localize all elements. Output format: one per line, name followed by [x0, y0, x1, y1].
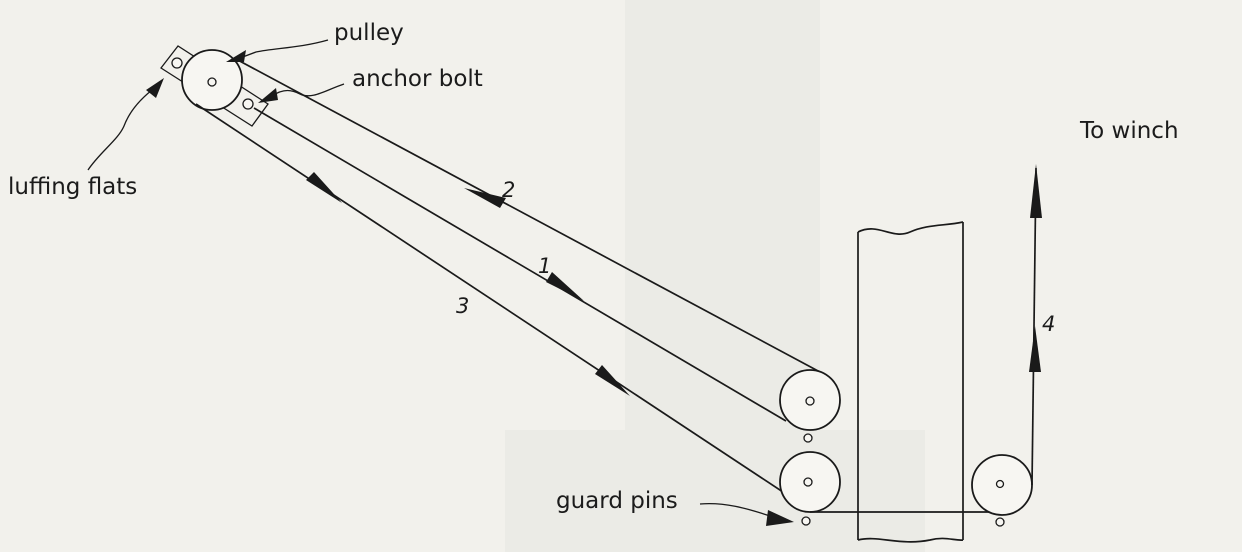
bracket-hole	[171, 57, 183, 69]
rope-4	[1031, 167, 1037, 486]
rope-3-arrow-lower	[595, 365, 630, 396]
anchor-bolt-label: anchor bolt	[352, 66, 483, 92]
pulley-label: pulley	[334, 20, 404, 46]
anchor-bolt-leader	[271, 83, 345, 97]
rope-4-arrow	[1029, 326, 1041, 372]
winch-sheave-axle	[995, 479, 1005, 489]
rope-4-number: 4	[1042, 312, 1056, 336]
anchor-bolt-hole	[242, 98, 254, 110]
rope-2-number: 2	[502, 178, 516, 202]
top-pulley-axle	[207, 77, 217, 87]
pulley-leader-arrow	[226, 50, 246, 62]
rope-1-number: 1	[538, 254, 552, 278]
rope-3-arrow-upper	[306, 172, 342, 203]
luffing-flats-leader	[87, 89, 153, 171]
luffing-flats-leader-arrow	[146, 78, 164, 98]
scan-shade-lower	[505, 430, 925, 552]
luffing-flats-label: luffing flats	[8, 174, 138, 200]
lower-sheave-axle	[803, 477, 813, 487]
rope-4-top-arrow	[1030, 164, 1042, 218]
rope-3	[195, 103, 787, 495]
guard-pins-label: guard pins	[556, 488, 678, 514]
to-winch-label: To winch	[1080, 118, 1179, 144]
guard-pin-winch	[995, 517, 1005, 527]
pulley-leader	[239, 39, 329, 59]
rope-1-arrow	[546, 272, 584, 301]
rope-3-number: 3	[456, 294, 470, 318]
anchor-bolt-leader-arrow	[258, 88, 278, 103]
upper-sheave-axle	[805, 396, 815, 406]
rope-2-arrow	[464, 188, 506, 208]
guard-pins-leader	[699, 502, 771, 517]
upright-post	[857, 221, 964, 543]
rope-2	[233, 57, 821, 373]
guard-pin-lower	[801, 516, 811, 526]
guard-pin-upper	[803, 433, 813, 443]
rope-1	[253, 107, 787, 422]
guard-pins-leader-arrow	[766, 510, 794, 526]
